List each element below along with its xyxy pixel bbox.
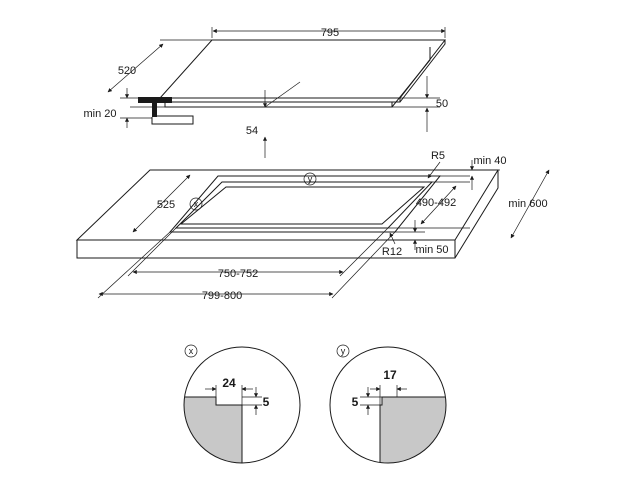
detail-y: y 17 5 (329, 344, 447, 464)
worktop-bracket (138, 97, 172, 103)
cutout-inner (174, 181, 434, 229)
dim-built-in-depth: 54 (246, 125, 258, 137)
dim-hob-thickness: 50 (436, 98, 448, 110)
dim-corner-radius-bottom: R12 (382, 246, 402, 258)
dim-worktop-depth: min 600 (508, 198, 547, 210)
detail-x-worktop (184, 396, 243, 463)
dim-edge-clearance: min 40 (473, 155, 506, 167)
detail-marker-y-label: y (308, 174, 313, 184)
worktop-drawing: y x R5 min 40 490-492 min 600 R12 min 50… (75, 150, 550, 302)
hob-glass-top (158, 39, 447, 99)
detail-y-worktop (379, 396, 446, 463)
detail-y-marker: y (341, 346, 346, 356)
detail-x: x 24 5 (183, 344, 301, 464)
detail-y-circle (329, 346, 447, 464)
dim-front-clearance: min 50 (415, 244, 448, 256)
dim-cutout-inner-width: 750-752 (218, 268, 258, 280)
detail-x-circle (183, 346, 301, 464)
detail-x-width: 24 (222, 376, 236, 390)
dim-corner-radius-top: R5 (431, 150, 445, 162)
detail-y-depth: 5 (352, 395, 359, 409)
detail-y-width: 17 (383, 368, 397, 382)
dim-cutout-inner-depth: 490-492 (416, 197, 456, 209)
dim-hob-depth: 520 (118, 65, 136, 77)
hob-glass-edge (159, 40, 446, 103)
detail-marker-y (303, 172, 317, 186)
detail-x-marker: x (189, 346, 194, 356)
hob-drawing: 795 520 min 20 50 54 (83, 27, 448, 158)
detail-x-depth: 5 (263, 395, 270, 409)
dim-cutout-depth: 525 (157, 199, 175, 211)
dim-cutout-width: 799-800 (202, 290, 242, 302)
detail-marker-x-label: x (194, 199, 199, 209)
dim-clearance-min: min 20 (83, 108, 116, 120)
dim-hob-width: 795 (321, 27, 339, 39)
